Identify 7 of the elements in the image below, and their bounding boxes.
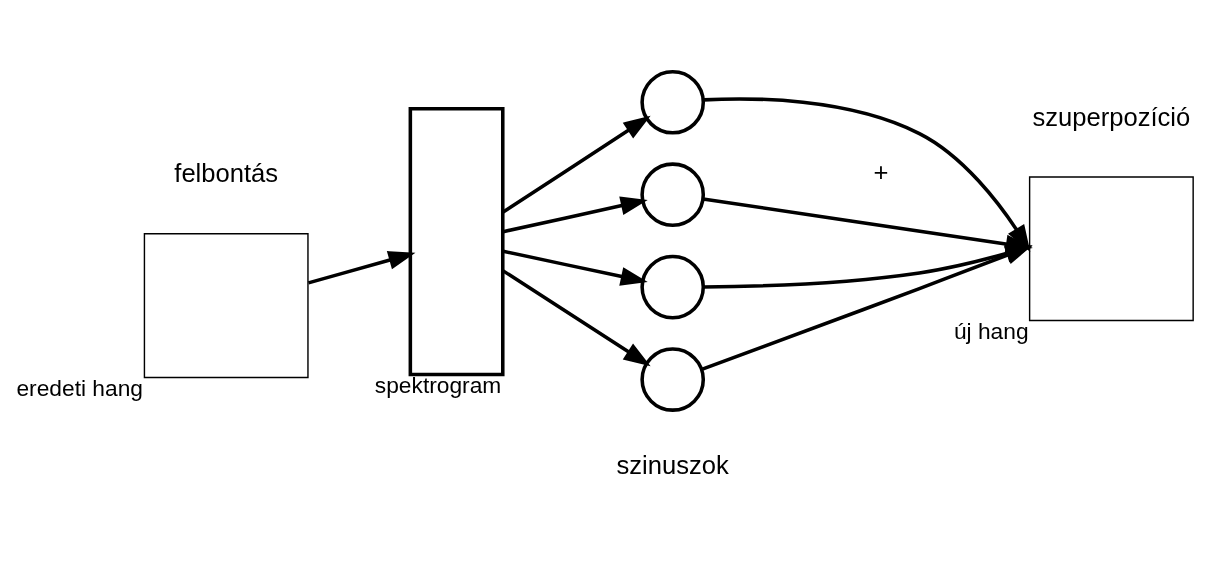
node-label: új hang [953,317,1029,344]
label: szinuszok [616,450,729,479]
node-label: eredeti hang [16,374,143,401]
node-label: spektrogram [374,371,502,398]
label: szuperpozíció [1032,102,1191,131]
label: + [873,158,889,187]
label: felbontás [174,159,279,188]
